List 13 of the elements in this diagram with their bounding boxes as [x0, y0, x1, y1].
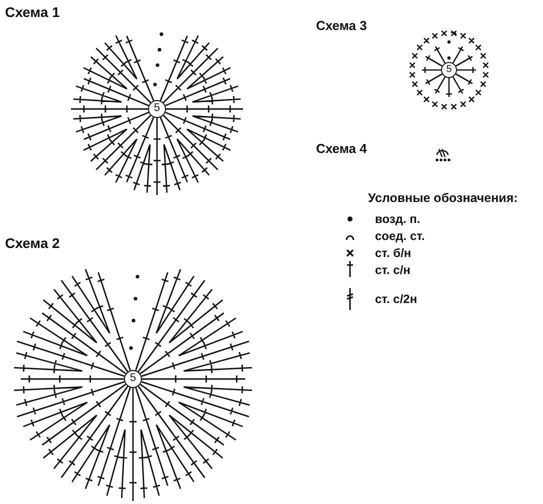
chart-heading: Схема 3 — [316, 18, 367, 33]
legend-text: соед. ст. — [375, 229, 425, 243]
legend-text: ст. с/2н — [375, 292, 418, 306]
legend-text: ст. б/н — [375, 246, 412, 260]
chart-heading: Схема 1 — [5, 4, 60, 20]
legend-title: Условные обозначения: — [368, 191, 518, 205]
legend-text: ст. с/н — [375, 263, 410, 277]
chart-heading: Схема 4 — [316, 141, 367, 156]
chart-heading: Схема 2 — [5, 235, 60, 251]
legend-text: возд. п. — [375, 212, 420, 226]
center-ring: 5 — [441, 62, 457, 78]
center-ring: 5 — [124, 370, 142, 388]
center-ring: 5 — [148, 100, 166, 118]
